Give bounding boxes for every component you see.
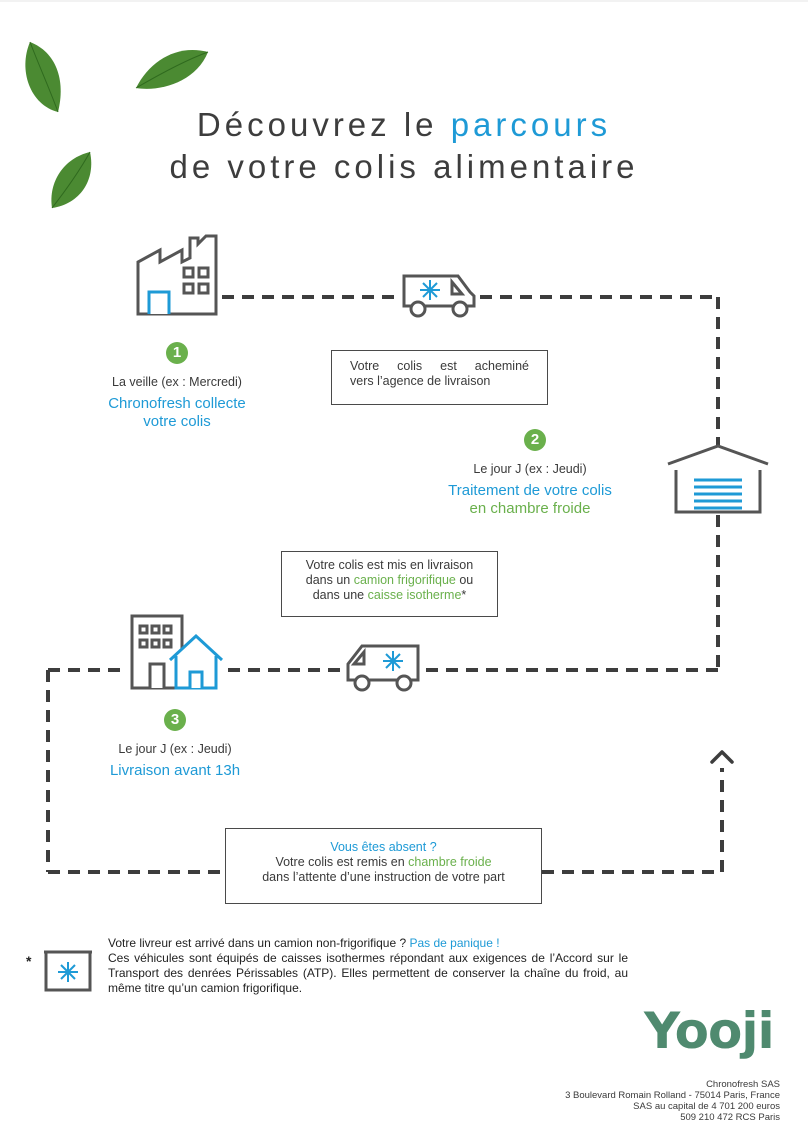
step-2-number: 2 (524, 429, 546, 451)
cold-storage-icon (667, 444, 769, 514)
delivery-info-line2: dans un camion frigorifique ou (286, 573, 493, 588)
footnote-text: Votre livreur est arrivé dans un camion … (108, 936, 628, 996)
leaf-icon (135, 49, 209, 89)
delivery-info-asterisk: * (461, 588, 467, 602)
title-line2: de votre colis alimentaire (169, 148, 639, 185)
step-2-title: Traitement de votre colis en chambre fro… (410, 482, 650, 518)
footnote-line1: Votre livreur est arrivé dans un camion … (108, 936, 628, 951)
refrigerated-truck-icon (402, 274, 476, 318)
transit-info-box: Votre colis est acheminé vers l’agence d… (331, 350, 548, 405)
delivery-info-line3: dans une caisse isotherme* (286, 588, 493, 603)
transit-info-line1: Votre colis est acheminé (350, 359, 529, 373)
leaf-icon (25, 41, 61, 113)
step-3-title-line1: Livraison avant 13h (109, 762, 241, 779)
title-highlight: parcours (450, 106, 612, 143)
delivery-info-line2-prefix: dans un (305, 573, 354, 587)
step-3-title: Livraison avant 13h (75, 762, 275, 780)
isothermal-box-icon (44, 950, 92, 992)
yooji-logo: Yooji (644, 1002, 775, 1060)
footnote-body: Ces véhicules sont équipés de caisses is… (108, 951, 628, 995)
absent-info-line3: dans l’attente d’une instruction de votr… (262, 870, 505, 884)
step-1-when: La veille (ex : Mercredi) (112, 375, 242, 389)
delivery-info-line1: Votre colis est mis en livraison (305, 558, 474, 572)
step-2-title-line1: Traitement de votre colis (448, 482, 612, 499)
absent-info-title: Vous êtes absent ? (330, 840, 437, 854)
legal-rcs: 509 210 472 RCS Paris (680, 1112, 780, 1123)
step-1-number: 1 (166, 342, 188, 364)
delivery-info-isothermal-box: caisse isotherme (367, 588, 462, 602)
delivery-info-line3-prefix: dans une (312, 588, 368, 602)
page-title: Découvrez le parcours (0, 106, 808, 144)
footnote-no-panic: Pas de panique ! (409, 936, 500, 950)
refrigerated-truck-icon (346, 644, 420, 692)
step-3-when: Le jour J (ex : Jeudi) (118, 742, 232, 756)
absent-info-cold-room: chambre froide (408, 855, 492, 869)
absent-info-line2-prefix: Votre colis est remis en (275, 855, 409, 869)
step-3-number: 3 (164, 709, 186, 731)
arrow-up-icon (710, 750, 734, 764)
transit-info-line2: vers l’agence de livraison (350, 374, 491, 388)
step-2-title-line2: en chambre froide (469, 500, 591, 517)
footnote-question: Votre livreur est arrivé dans un camion … (108, 936, 410, 950)
step-1-title-line2: votre colis (143, 413, 211, 430)
factory-icon (136, 234, 218, 316)
delivery-info-line2-suffix: ou (455, 573, 474, 587)
step-1-title: Chronofresh collecte votre colis (77, 395, 277, 431)
route-path (46, 295, 724, 874)
step-2-when: Le jour J (ex : Jeudi) (473, 462, 587, 476)
absent-info-box: Vous êtes absent ? Votre colis est remis… (225, 828, 542, 904)
title-line1: Découvrez le (196, 106, 451, 143)
legal-info: Chronofresh SAS 3 Boulevard Romain Rolla… (565, 1079, 780, 1123)
legal-capital: SAS au capital de 4 701 200 euros (633, 1101, 780, 1112)
footnote-asterisk: * (26, 953, 32, 969)
leaf-icon (51, 151, 92, 209)
delivery-info-box: Votre colis est mis en livraison dans un… (281, 551, 498, 617)
step-1-title-line1: Chronofresh collecte (108, 395, 246, 412)
building-house-icon (130, 614, 224, 690)
legal-company: Chronofresh SAS (706, 1079, 780, 1090)
page-subtitle: de votre colis alimentaire (0, 148, 808, 186)
delivery-info-refrigerated-truck: camion frigorifique (353, 573, 456, 587)
legal-address: 3 Boulevard Romain Rolland - 75014 Paris… (565, 1090, 780, 1101)
absent-info-line2: Votre colis est remis en chambre froide (230, 855, 537, 870)
